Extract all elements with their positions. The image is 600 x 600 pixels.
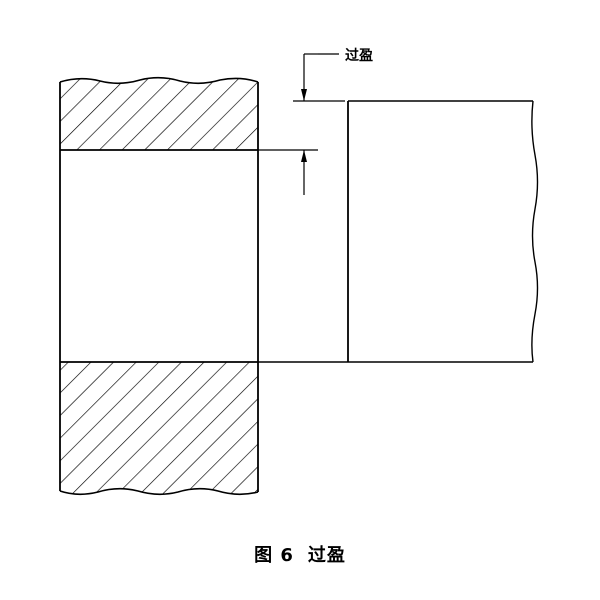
shaft-break-line — [531, 100, 539, 363]
figure-title: 过盈 — [307, 545, 346, 566]
arrowhead-up — [301, 150, 307, 162]
housing-top-hatched-section — [60, 77, 258, 150]
housing-bottom-break-line — [59, 487, 259, 496]
shaft-part — [258, 100, 539, 363]
housing-part — [59, 76, 259, 496]
arrowhead-down — [301, 89, 307, 101]
housing-top-break-line — [59, 76, 259, 85]
interference-callout-label: 过盈 — [345, 47, 373, 64]
figure-caption: 图 6 过盈 — [0, 541, 600, 567]
interference-dimension: 过盈 — [258, 47, 373, 195]
figure-number: 图 6 — [254, 545, 294, 566]
housing-bottom-hatched-section — [60, 362, 258, 495]
